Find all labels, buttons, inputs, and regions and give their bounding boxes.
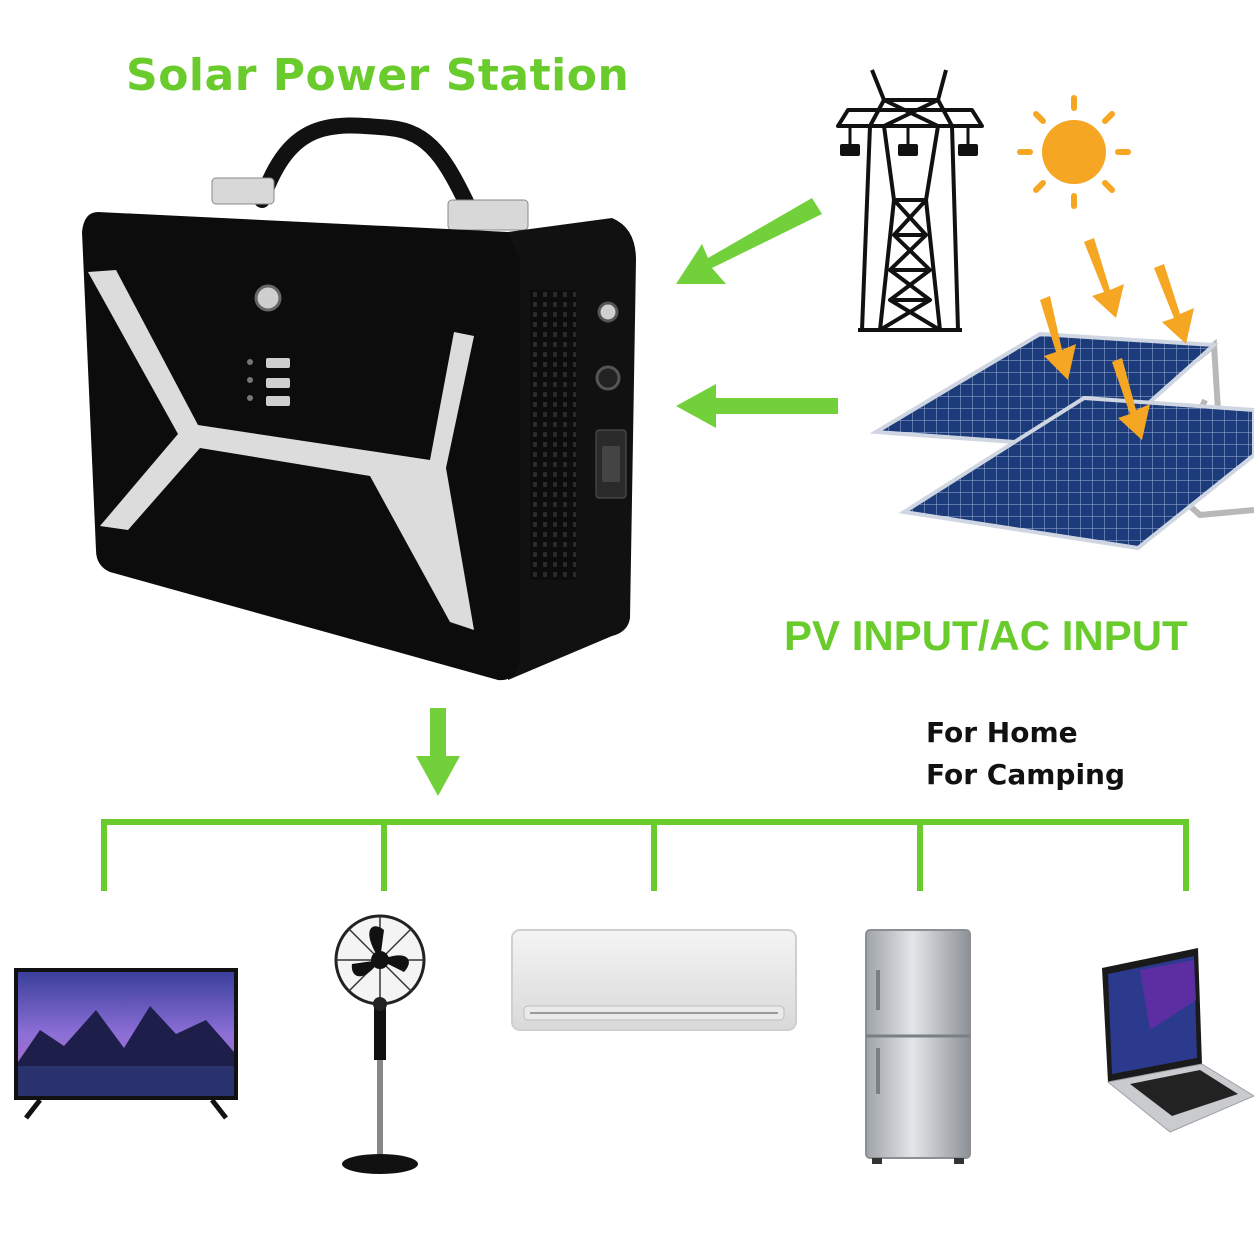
distribution-lines	[101, 819, 1189, 891]
use-home-label: For Home	[926, 716, 1078, 749]
sun-icon	[1017, 95, 1131, 209]
power-station-icon	[82, 117, 636, 681]
air-conditioner-icon	[511, 929, 797, 1031]
refrigerator-icon	[865, 929, 971, 1164]
output-arrow	[416, 708, 460, 796]
page-title: Solar Power Station	[126, 50, 630, 101]
laptop-icon	[1102, 948, 1254, 1133]
fan-icon	[334, 914, 426, 1174]
input-arrows	[676, 198, 838, 428]
tv-icon	[14, 968, 238, 1120]
transmission-tower-icon	[836, 69, 984, 332]
input-label: PV INPUT/AC INPUT	[784, 612, 1188, 659]
sunlight-arrows	[1040, 238, 1194, 440]
use-camping-label: For Camping	[926, 758, 1126, 791]
